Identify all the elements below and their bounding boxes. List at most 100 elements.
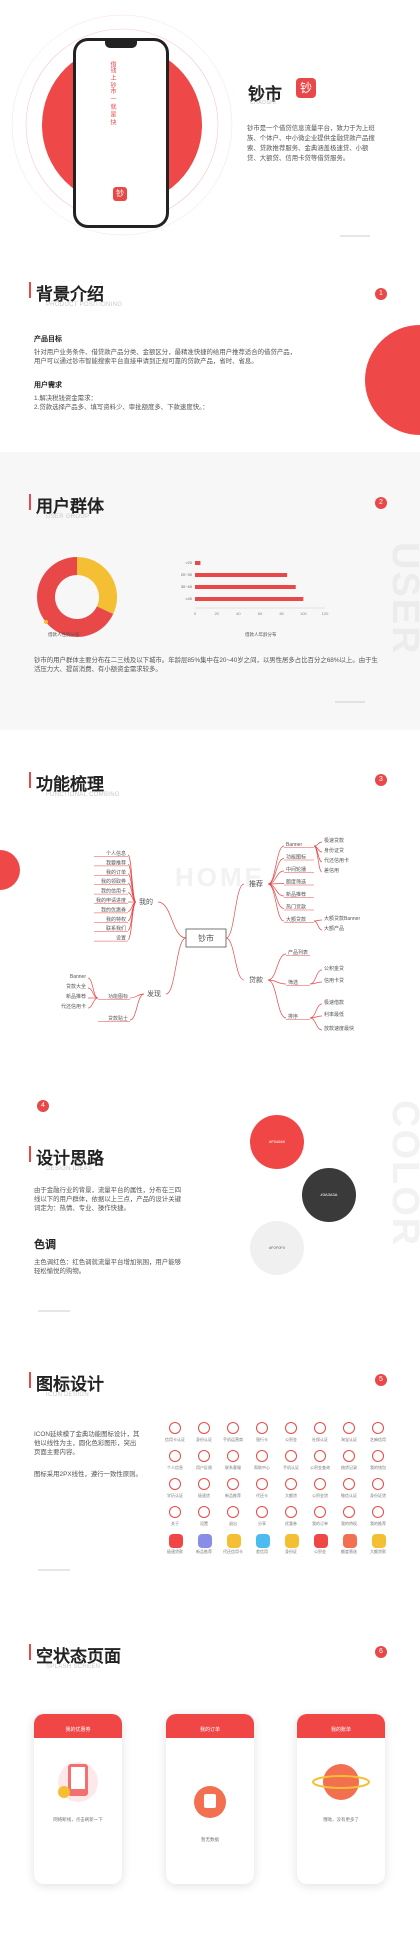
feature-icon — [256, 1450, 268, 1462]
feature-icon — [198, 1450, 210, 1462]
icon-label: 手机运营商 — [223, 1437, 243, 1442]
section-empty-states: 空状态页面 SPLASH SCREEN 6 我的优惠券 网络断线，点击刷新一下 … — [0, 1620, 420, 1960]
hero-phone: 借钱 上 钞市 一 就 是 快 钞 — [73, 38, 169, 228]
x-tick-label: 40 — [236, 611, 241, 616]
feature-icon — [198, 1534, 212, 1548]
section-background: 背景介绍 PRODUCT POSITIONING 1 产品目标 针对用户业务条件… — [0, 260, 420, 450]
icon-label: 联系客服 — [225, 1465, 241, 1470]
s1-decor — [365, 325, 420, 435]
s6-number-badge: 6 — [375, 1646, 387, 1658]
goal-text: 针对用户业务条件、借贷款产品分类、金额区分，最精准快捷的给用户推荐适合的借贷产品… — [34, 349, 297, 365]
x-tick-label: 120 — [322, 611, 329, 616]
empty-state-card: 我的账单 哦呦，没有更多了 — [297, 1714, 385, 1884]
icon-label: 银行卡 — [256, 1437, 268, 1442]
s6-title: 空状态页面 — [29, 1642, 121, 1667]
feature-icon — [314, 1534, 328, 1548]
mind-map-link — [313, 920, 323, 931]
card-title: 我的优惠券 — [34, 1714, 122, 1738]
icon-label: 社保认证 — [312, 1437, 328, 1442]
feature-mind-map: 钞市我的个人信息我要推荐我的订单我的领取券我的信用卡我的申请进度我的优惠券我的特… — [61, 837, 360, 1032]
card-text: 哦呦，没有更多了 — [323, 1817, 359, 1822]
donut-legend — [44, 620, 79, 625]
icon-label: 公积金 — [285, 1437, 297, 1442]
feature-icon — [372, 1506, 384, 1518]
icon-label: 我的特权 — [341, 1521, 357, 1526]
icon-label: 设置 — [200, 1521, 208, 1526]
s4-watermark: COLOR — [384, 1100, 420, 1248]
icon-label: 帮助中心 — [254, 1465, 270, 1470]
feature-icon — [343, 1478, 355, 1490]
mind-map-node: 设置 — [116, 935, 126, 942]
s4-number-badge: 4 — [37, 1100, 49, 1112]
section-icon-design: 图标设计 ICON DESIGN 5 ICON延续模了金典功能图标设计，其他以线… — [0, 1350, 420, 1580]
mind-map-node: 贷款贴士 — [108, 1015, 128, 1022]
mind-map-center: 钞市 — [198, 933, 214, 943]
color-heading: 色调 — [34, 1239, 56, 1251]
x-tick-label: 60 — [258, 611, 263, 616]
feature-icon — [227, 1506, 239, 1518]
mind-map-node: 大额贷款 — [286, 916, 306, 923]
swatch-label: #3A3A3A — [320, 1192, 338, 1197]
icon-label: 我的推荐 — [370, 1521, 386, 1526]
phone-slogan: 借钱 上 钞市 一 就 是 快 — [109, 61, 115, 126]
s3-decor — [0, 850, 20, 890]
s3-watermark: HOME — [175, 862, 265, 892]
feature-icon — [169, 1506, 181, 1518]
user-group-text: 钞市的用户群体主要分布在二三线及以下城市。年龄层85%集中在20~40岁之间，以… — [34, 657, 378, 673]
mind-map-link — [313, 919, 323, 922]
no-data-illustration — [194, 1786, 226, 1818]
feature-icon — [169, 1422, 181, 1434]
mind-map-node: 新品推荐 — [66, 993, 86, 1000]
bar — [195, 585, 296, 589]
mind-map-link — [225, 937, 245, 981]
mind-map-link — [309, 1003, 323, 1019]
mind-map-link — [87, 987, 99, 999]
icon-label: 新品推荐 — [196, 1549, 212, 1554]
icon-label: 手机认证 — [283, 1465, 299, 1470]
brand-name: 钞市 — [248, 85, 282, 104]
icon-label: 用户反馈 — [196, 1465, 212, 1470]
feature-icon — [256, 1422, 268, 1434]
mind-map-node: 大额产品 — [324, 925, 344, 932]
s2-number-badge: 2 — [375, 497, 387, 509]
need-item: 1.解决税钱资金需求： — [34, 395, 97, 402]
feature-icon — [256, 1506, 268, 1518]
feature-icon — [314, 1422, 326, 1434]
icon-label: 微信认证 — [341, 1493, 357, 1498]
need-item: 2.贷款选择产品多、填写资料少、审批额度多、下款速度快。： — [34, 404, 209, 411]
mind-map-node: 额度筛选 — [286, 879, 306, 886]
mind-map-node: 我的订单 — [106, 869, 126, 876]
mind-map-node: 大额贷款Banner — [324, 915, 360, 922]
card-text: 网络断线，点击刷新一下 — [53, 1817, 103, 1822]
s5-title: 图标设计 — [29, 1370, 104, 1395]
feature-icon — [343, 1534, 357, 1548]
branch-loan: 贷款 — [249, 975, 263, 984]
feature-icon — [372, 1422, 384, 1434]
feature-icon — [285, 1422, 297, 1434]
feature-icon — [372, 1534, 386, 1548]
section-functions: HOME 功能梳理 FUNCTIONAL COMBING 3 钞市我的个人信息我… — [0, 740, 420, 1060]
mind-map-node: 排序 — [288, 1013, 298, 1020]
mind-map-link — [127, 901, 137, 940]
mind-map-link — [87, 977, 99, 999]
mind-map-link — [225, 883, 245, 939]
branch-my: 我的 — [139, 897, 153, 906]
mind-map-node: 极速贷款 — [324, 837, 344, 844]
mind-map-link — [127, 864, 137, 903]
bar — [195, 597, 304, 601]
bar-caption: 借款人年龄分布 — [245, 632, 277, 637]
swatch-dark: #3A3A3A — [302, 1168, 356, 1222]
feature-icon — [372, 1450, 384, 1462]
icon-label: 学历认证 — [167, 1493, 183, 1498]
gender-donut-chart — [37, 557, 118, 637]
feature-icon — [227, 1450, 239, 1462]
x-tick-label: 80 — [279, 611, 284, 616]
branch-find: 发现 — [147, 989, 161, 998]
feature-icon — [314, 1478, 326, 1490]
hero-section: 借钱 上 钞市 一 就 是 快 钞 钞市 CHAOSHI 钞 钞市是一个借贷信息… — [0, 0, 420, 260]
hero-description: 钞市是一个借贷信息流量平台，致力于为上班族、个体户、中小微企业提供金融贷款产品搜… — [247, 125, 375, 162]
feature-icon — [198, 1478, 210, 1490]
icon-label: 公积金查询 — [310, 1465, 330, 1470]
feature-icon — [314, 1506, 326, 1518]
legend-dot — [44, 620, 48, 624]
